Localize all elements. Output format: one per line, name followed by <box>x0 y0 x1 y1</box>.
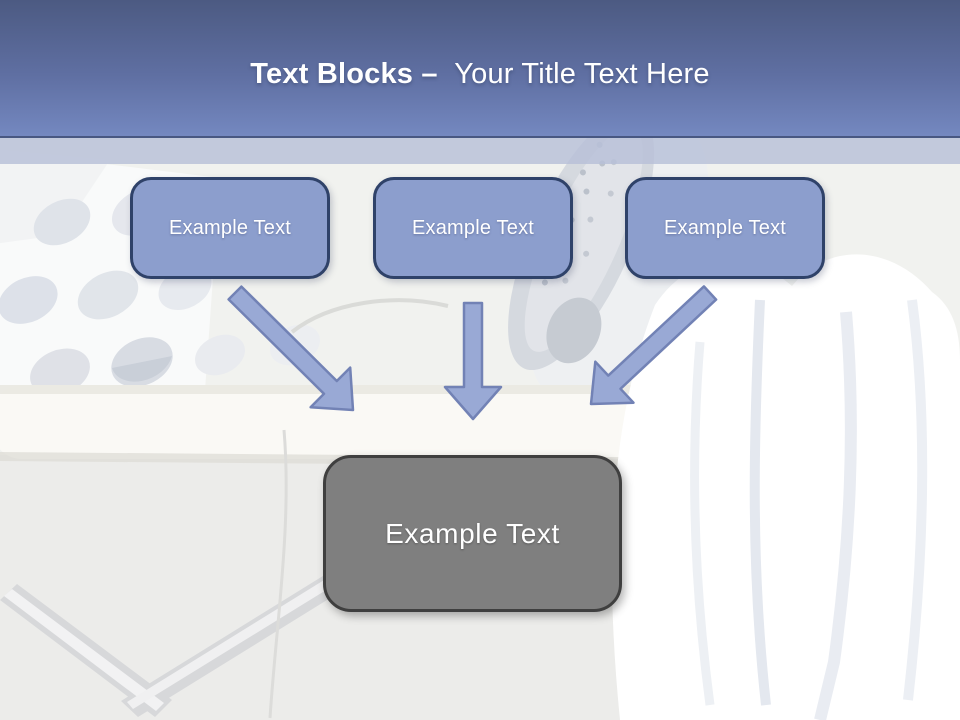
slide-title-bold: Text Blocks – <box>250 57 438 90</box>
text-block-2: Example Text <box>373 177 573 279</box>
power-cord-image-lower <box>268 429 288 719</box>
slide-title-regular: Your Title Text Here <box>454 57 710 90</box>
text-block-1: Example Text <box>130 177 330 279</box>
text-block-2-label: Example Text <box>411 216 535 239</box>
text-block-3-label: Example Text <box>663 216 787 239</box>
slide-title: Text Blocks – Your Title Text Here <box>250 58 709 91</box>
header-band: Text Blocks – Your Title Text Here <box>0 0 960 138</box>
text-block-1-label: Example Text <box>168 216 292 239</box>
center-text-block: Example Text <box>323 455 622 612</box>
center-text-block-label: Example Text <box>385 517 560 549</box>
header-strip <box>0 136 960 164</box>
shirt-image <box>611 254 960 720</box>
text-block-3: Example Text <box>625 177 825 279</box>
board-legs-image <box>0 558 369 717</box>
